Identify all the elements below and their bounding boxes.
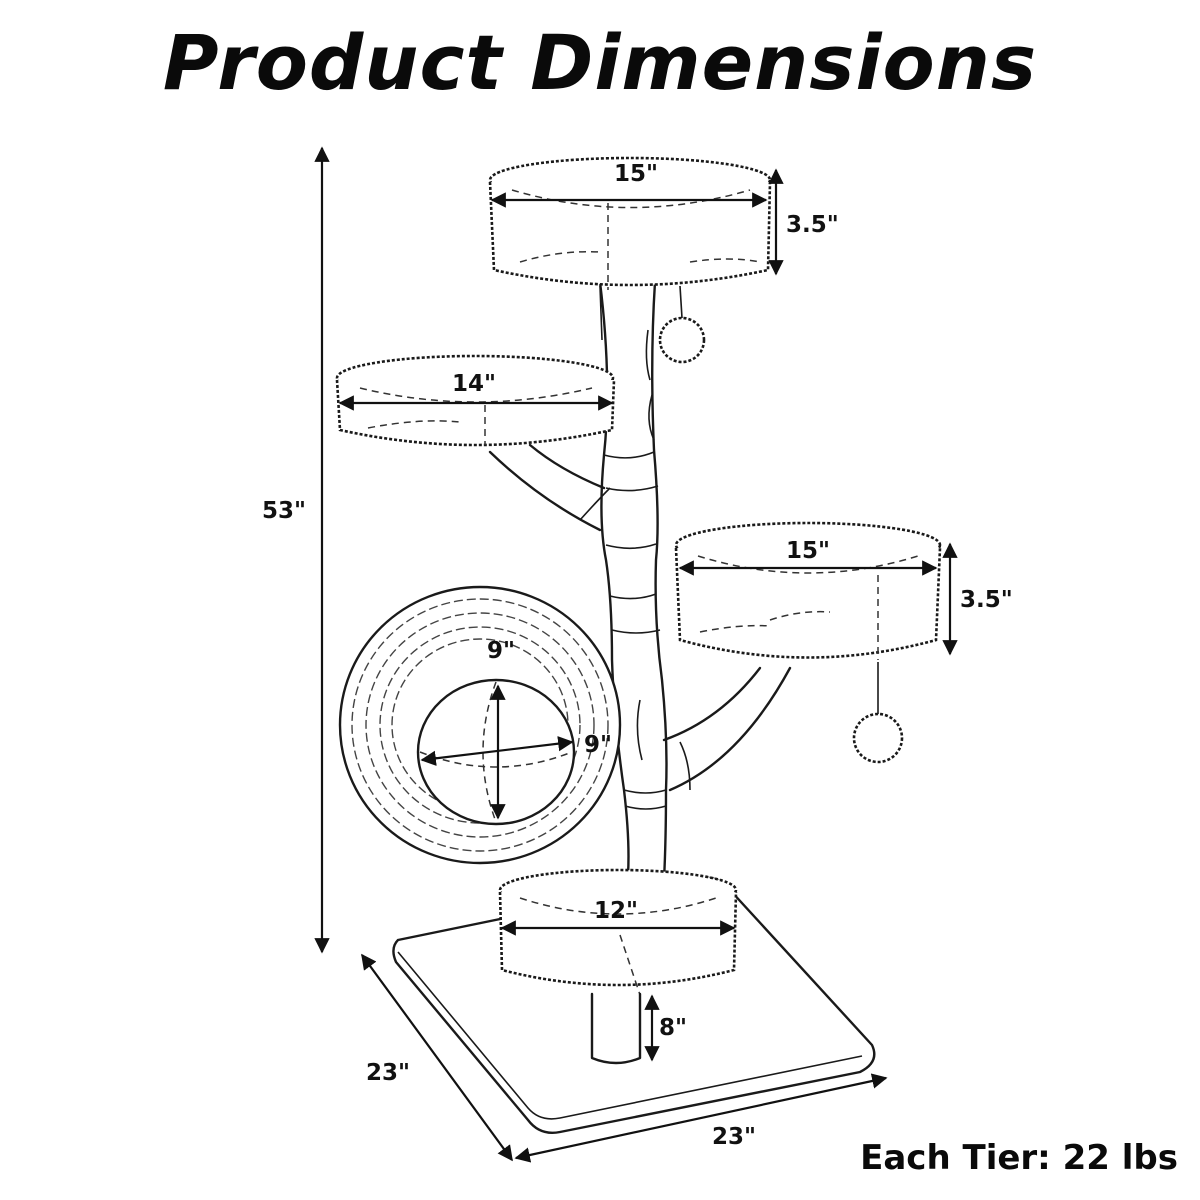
label-total-height: 53": [262, 498, 306, 524]
bottom-perch: [498, 868, 738, 996]
right-perch: [674, 521, 942, 660]
label-base-width: 23": [712, 1124, 756, 1150]
top-perch-toy: [658, 285, 706, 364]
label-base-depth: 23": [366, 1060, 410, 1086]
sisal-ring: [338, 585, 622, 865]
left-perch: [335, 354, 616, 447]
right-perch-toy: [852, 662, 904, 764]
base-depth-arrow: [361, 953, 513, 1162]
top-perch-cord: [599, 285, 603, 341]
label-bottom-post-height: 8": [659, 1015, 687, 1041]
base-width-arrow: [514, 1073, 888, 1163]
page-title: Product Dimensions: [162, 18, 1038, 107]
bottom-post: [590, 992, 642, 1065]
label-ring-inner-height: 9": [487, 638, 515, 664]
label-bottom-perch-width: 12": [594, 898, 638, 924]
label-right-perch-width: 15": [786, 538, 830, 564]
main-trunk: [598, 280, 668, 882]
left-branch: [488, 443, 611, 532]
label-ring-inner-width: 9": [584, 732, 612, 758]
label-top-perch-height: 3.5": [786, 212, 839, 238]
weight-capacity-note: Each Tier: 22 lbs: [860, 1138, 1178, 1178]
right-branch: [662, 666, 792, 792]
label-left-perch-width: 14": [452, 371, 496, 397]
label-top-perch-width: 15": [614, 161, 658, 187]
label-right-perch-height: 3.5": [960, 587, 1013, 613]
